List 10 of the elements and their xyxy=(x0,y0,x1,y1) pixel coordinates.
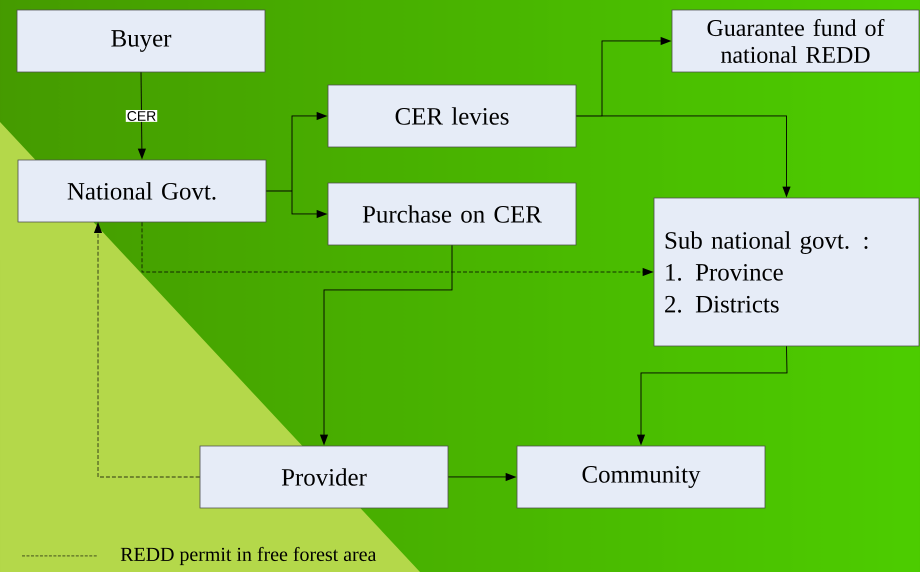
process-box: Provider xyxy=(200,446,448,508)
process-box: National Govt. xyxy=(18,160,266,222)
process-box: Purchase on CER xyxy=(328,182,576,246)
process-box: Guarantee fund of national REDD xyxy=(672,10,920,72)
process-box: CER levies xyxy=(328,84,576,148)
process-box: Community xyxy=(516,446,766,508)
process-box: Buyer xyxy=(16,10,266,72)
legend-text: REDD permit in free forest area xyxy=(120,546,376,566)
edge-label: CER xyxy=(126,110,158,122)
process-box: Sub national govt. : 1. Province 2. Districts xyxy=(654,198,920,346)
